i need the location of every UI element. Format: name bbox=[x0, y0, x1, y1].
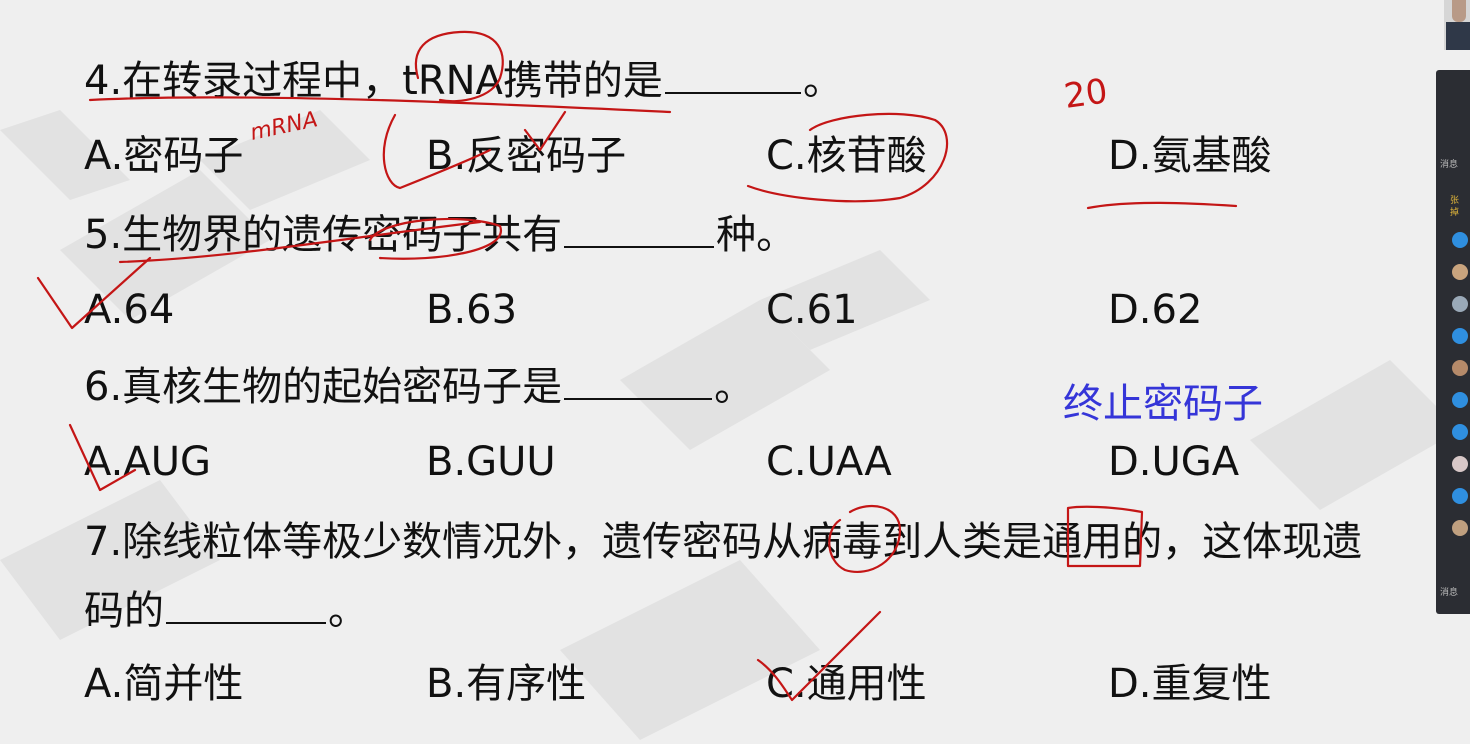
participant-avatar[interactable] bbox=[1452, 296, 1468, 312]
option-6d: D.UGA bbox=[1108, 439, 1240, 485]
question-7-suffix: 。 bbox=[328, 588, 368, 634]
question-5-suffix: 种。 bbox=[716, 212, 797, 258]
question-7-text: 码的 bbox=[84, 588, 164, 634]
participant-avatar[interactable] bbox=[1452, 232, 1468, 248]
participant-avatar[interactable] bbox=[1452, 456, 1468, 472]
underline-amino-acid bbox=[1086, 201, 1238, 210]
option-7d: D.重复性 bbox=[1108, 661, 1272, 707]
option-7c: C.通用性 bbox=[766, 661, 927, 707]
presenter-head bbox=[1452, 0, 1466, 22]
presenter-shirt bbox=[1446, 22, 1470, 50]
panel-gold-label-2: 掉 bbox=[1450, 208, 1460, 218]
question-5-text: 5.生物界的遗传密码子共有 bbox=[84, 212, 563, 258]
option-4a: A.密码子 bbox=[84, 133, 244, 179]
question-7-line-2: 码的 。 bbox=[84, 586, 368, 635]
option-4c: C.核苷酸 bbox=[766, 133, 927, 179]
participant-avatar[interactable] bbox=[1452, 488, 1468, 504]
option-4d: D.氨基酸 bbox=[1108, 133, 1272, 179]
question-6: 6.真核生物的起始密码子是 。 bbox=[84, 362, 754, 411]
question-4-text: 4.在转录过程中，tRNA携带的是 bbox=[84, 58, 663, 104]
handwritten-twenty: 20 bbox=[1062, 71, 1110, 117]
option-7a: A.简并性 bbox=[84, 661, 244, 707]
participant-avatar[interactable] bbox=[1452, 360, 1468, 376]
option-5b: B.63 bbox=[426, 287, 518, 333]
option-7b: B.有序性 bbox=[426, 661, 587, 707]
panel-gold-label-1: 张 bbox=[1450, 196, 1460, 206]
question-5: 5.生物界的遗传密码子共有 种。 bbox=[84, 210, 796, 259]
participant-avatar[interactable] bbox=[1452, 520, 1468, 536]
panel-label-bottom: 消息 bbox=[1440, 588, 1459, 598]
option-6a: A.AUG bbox=[84, 439, 212, 485]
blue-note-stop-codon: 终止密码子 bbox=[1063, 381, 1263, 427]
participant-avatar[interactable] bbox=[1452, 392, 1468, 408]
question-4-suffix: 。 bbox=[802, 58, 843, 104]
option-5a: A.64 bbox=[84, 287, 175, 333]
option-6b: B.GUU bbox=[426, 439, 556, 485]
participant-avatar[interactable] bbox=[1452, 328, 1468, 344]
question-6-suffix: 。 bbox=[714, 364, 755, 410]
question-6-text: 6.真核生物的起始密码子是 bbox=[84, 364, 563, 410]
presenter-webcam bbox=[1444, 0, 1470, 50]
panel-label-top: 消息 bbox=[1440, 160, 1459, 170]
option-5d: D.62 bbox=[1108, 287, 1203, 333]
answer-blank bbox=[564, 210, 715, 248]
option-4b: B.反密码子 bbox=[426, 133, 627, 179]
question-4: 4.在转录过程中，tRNA携带的是 。 bbox=[84, 56, 843, 105]
option-6c: C.UAA bbox=[766, 439, 892, 485]
answer-blank bbox=[564, 362, 713, 400]
participant-avatar[interactable] bbox=[1452, 424, 1468, 440]
handwritten-mrna: mRNA bbox=[248, 107, 320, 146]
participant-avatar[interactable] bbox=[1452, 264, 1468, 280]
option-5c: C.61 bbox=[766, 287, 858, 333]
chat-side-panel[interactable]: 消息 张 掉 消息 bbox=[1436, 70, 1470, 614]
question-7-line-1: 7.除线粒体等极少数情况外，遗传密码从病毒到人类是通用的，这体现遗 bbox=[84, 519, 1363, 565]
answer-blank bbox=[166, 586, 326, 624]
answer-blank bbox=[664, 56, 801, 94]
